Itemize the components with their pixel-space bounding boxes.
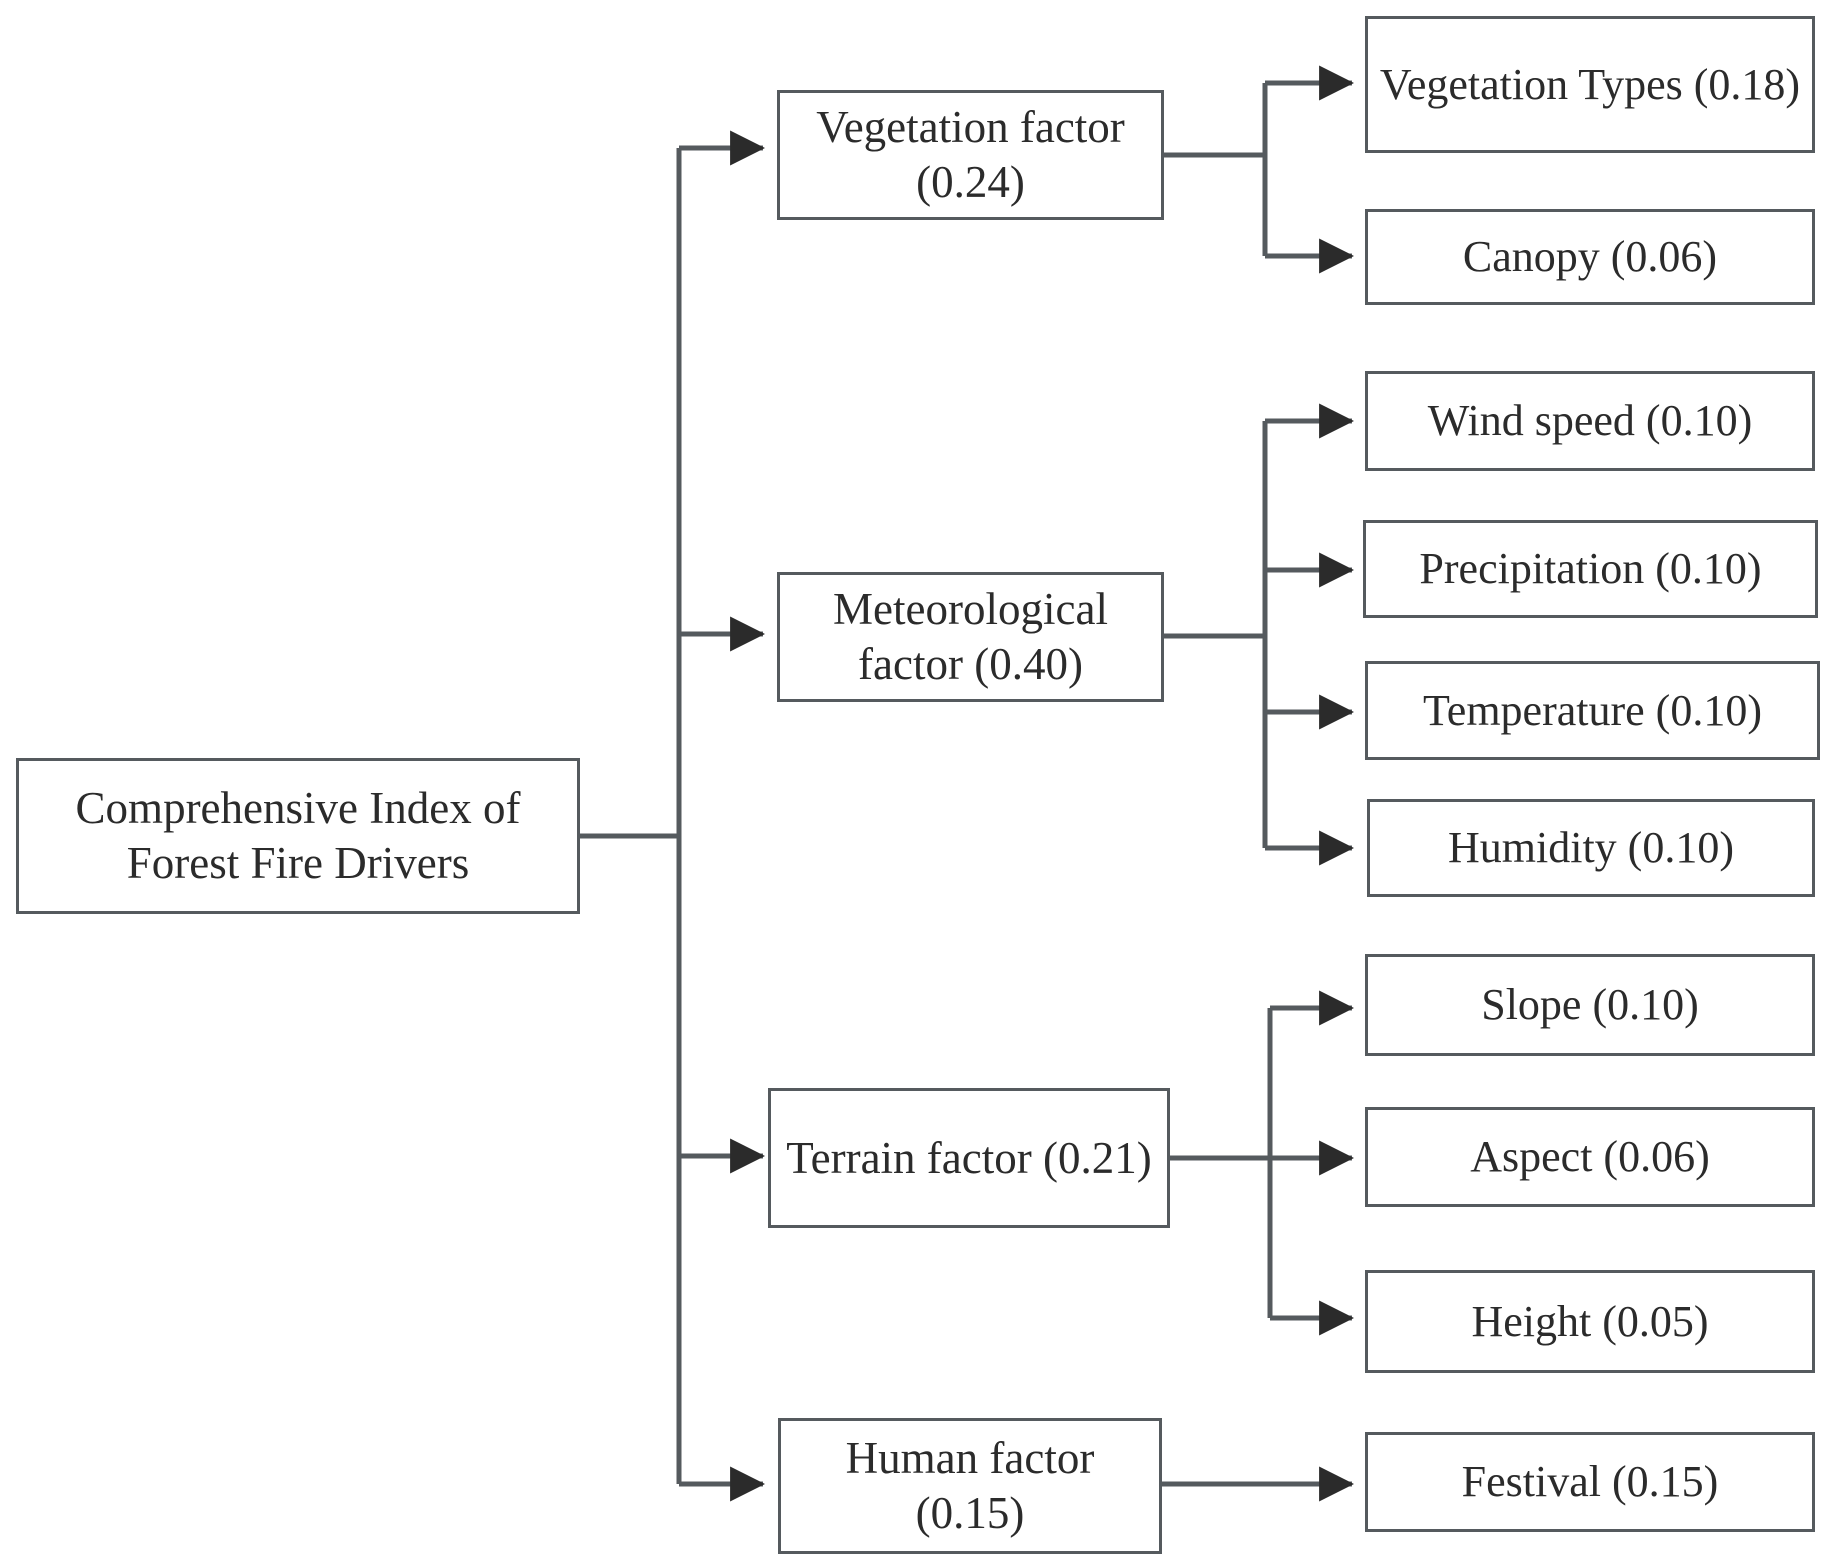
node-height-label: Height (0.05) [1471,1296,1709,1346]
node-vegetation-factor-label: Vegetation factor (0.24) [816,102,1125,207]
node-root-label: Comprehensive Index of Forest Fire Drive… [75,783,521,888]
node-precipitation-label: Precipitation (0.10) [1419,544,1762,594]
node-human-factor-label: Human factor (0.15) [845,1433,1095,1538]
node-temperature[interactable]: Temperature (0.10) [1365,661,1820,760]
node-slope[interactable]: Slope (0.10) [1365,954,1815,1056]
node-humidity[interactable]: Humidity (0.10) [1367,799,1815,897]
node-vegetation-types[interactable]: Vegetation Types (0.18) [1365,16,1815,153]
node-temperature-label: Temperature (0.10) [1423,685,1762,735]
node-aspect[interactable]: Aspect (0.06) [1365,1107,1815,1207]
node-precipitation[interactable]: Precipitation (0.10) [1363,520,1818,618]
node-slope-label: Slope (0.10) [1481,980,1699,1030]
node-canopy-label: Canopy (0.06) [1462,232,1718,282]
node-root[interactable]: Comprehensive Index of Forest Fire Drive… [16,758,580,914]
node-terrain-factor-label: Terrain factor (0.21) [786,1132,1152,1183]
node-meteorological-factor[interactable]: Meteorological factor (0.40) [777,572,1164,702]
node-human-factor[interactable]: Human factor (0.15) [778,1418,1162,1554]
node-canopy[interactable]: Canopy (0.06) [1365,209,1815,305]
node-aspect-label: Aspect (0.06) [1470,1132,1710,1182]
node-height[interactable]: Height (0.05) [1365,1270,1815,1373]
node-wind-speed-label: Wind speed (0.10) [1427,396,1753,446]
node-festival[interactable]: Festival (0.15) [1365,1432,1815,1532]
node-wind-speed[interactable]: Wind speed (0.10) [1365,371,1815,471]
node-festival-label: Festival (0.15) [1461,1457,1719,1507]
node-terrain-factor[interactable]: Terrain factor (0.21) [768,1088,1170,1228]
node-meteorological-factor-label: Meteorological factor (0.40) [833,584,1108,689]
node-vegetation-types-label: Vegetation Types (0.18) [1379,59,1801,109]
node-humidity-label: Humidity (0.10) [1448,823,1734,873]
node-vegetation-factor[interactable]: Vegetation factor (0.24) [777,90,1164,220]
